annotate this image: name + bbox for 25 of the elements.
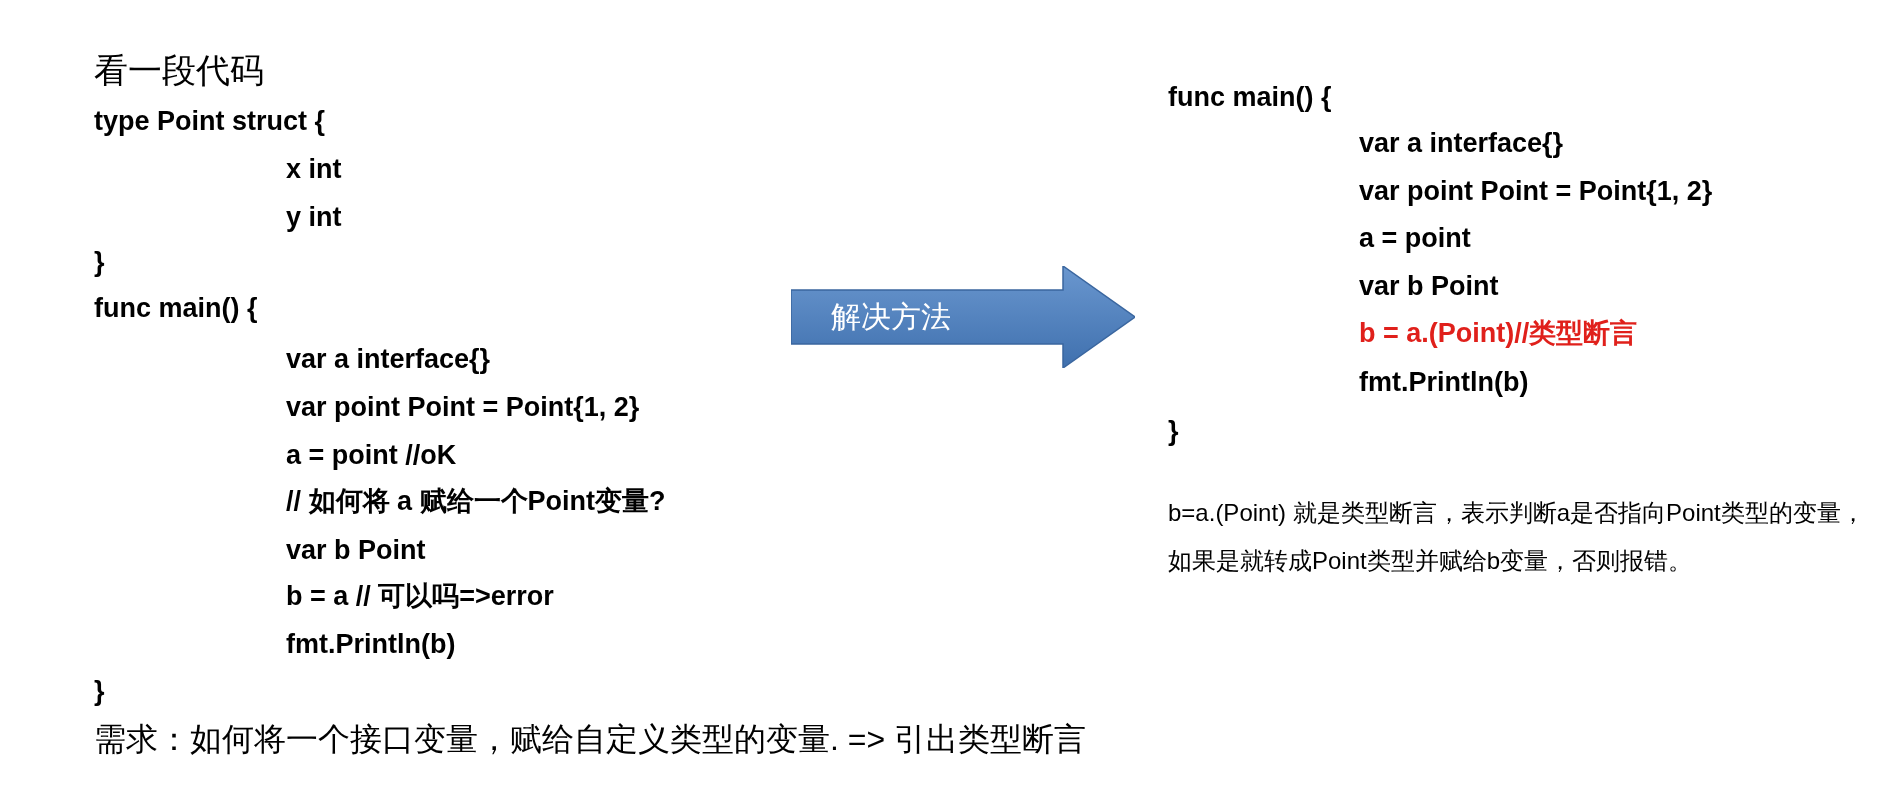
code-line: }	[94, 674, 105, 708]
code-line: a = point	[1359, 221, 1471, 255]
code-line: type Point struct {	[94, 104, 326, 138]
code-line: var a interface{}	[286, 342, 491, 376]
code-line: var a interface{}	[1359, 126, 1564, 160]
code-line: fmt.Println(b)	[286, 627, 456, 661]
code-line: }	[94, 245, 105, 279]
code-line: x int	[286, 152, 342, 186]
block-arrow: 解决方法	[791, 266, 1135, 368]
explanation-paragraph: b=a.(Point) 就是类型断言，表示判断a是否指向Point类型的变量，如果是就转成Point类型并赋给b变量，否则报错。	[1168, 498, 1866, 576]
code-line: // 如何将 a 赋给一个Point变量?	[286, 484, 666, 518]
code-line: func main() {	[94, 291, 258, 325]
highlighted-code-line: b = a.(Point)//类型断言	[1359, 316, 1638, 350]
code-line: var point Point = Point{1, 2}	[1359, 174, 1713, 208]
code-line: var point Point = Point{1, 2}	[286, 390, 640, 424]
code-line: func main() {	[1168, 80, 1332, 114]
code-line: }	[1168, 414, 1179, 448]
code-line: fmt.Println(b)	[1359, 365, 1529, 399]
code-line: var b Point	[286, 533, 426, 567]
requirement-text: 需求：如何将一个接口变量，赋给自定义类型的变量. => 引出类型断言	[94, 719, 1087, 759]
code-line: y int	[286, 200, 342, 234]
heading-text: 看一段代码	[94, 49, 264, 91]
code-line: b = a // 可以吗=>error	[286, 579, 554, 613]
code-line: var b Point	[1359, 269, 1499, 303]
code-line: a = point //oK	[286, 438, 457, 472]
